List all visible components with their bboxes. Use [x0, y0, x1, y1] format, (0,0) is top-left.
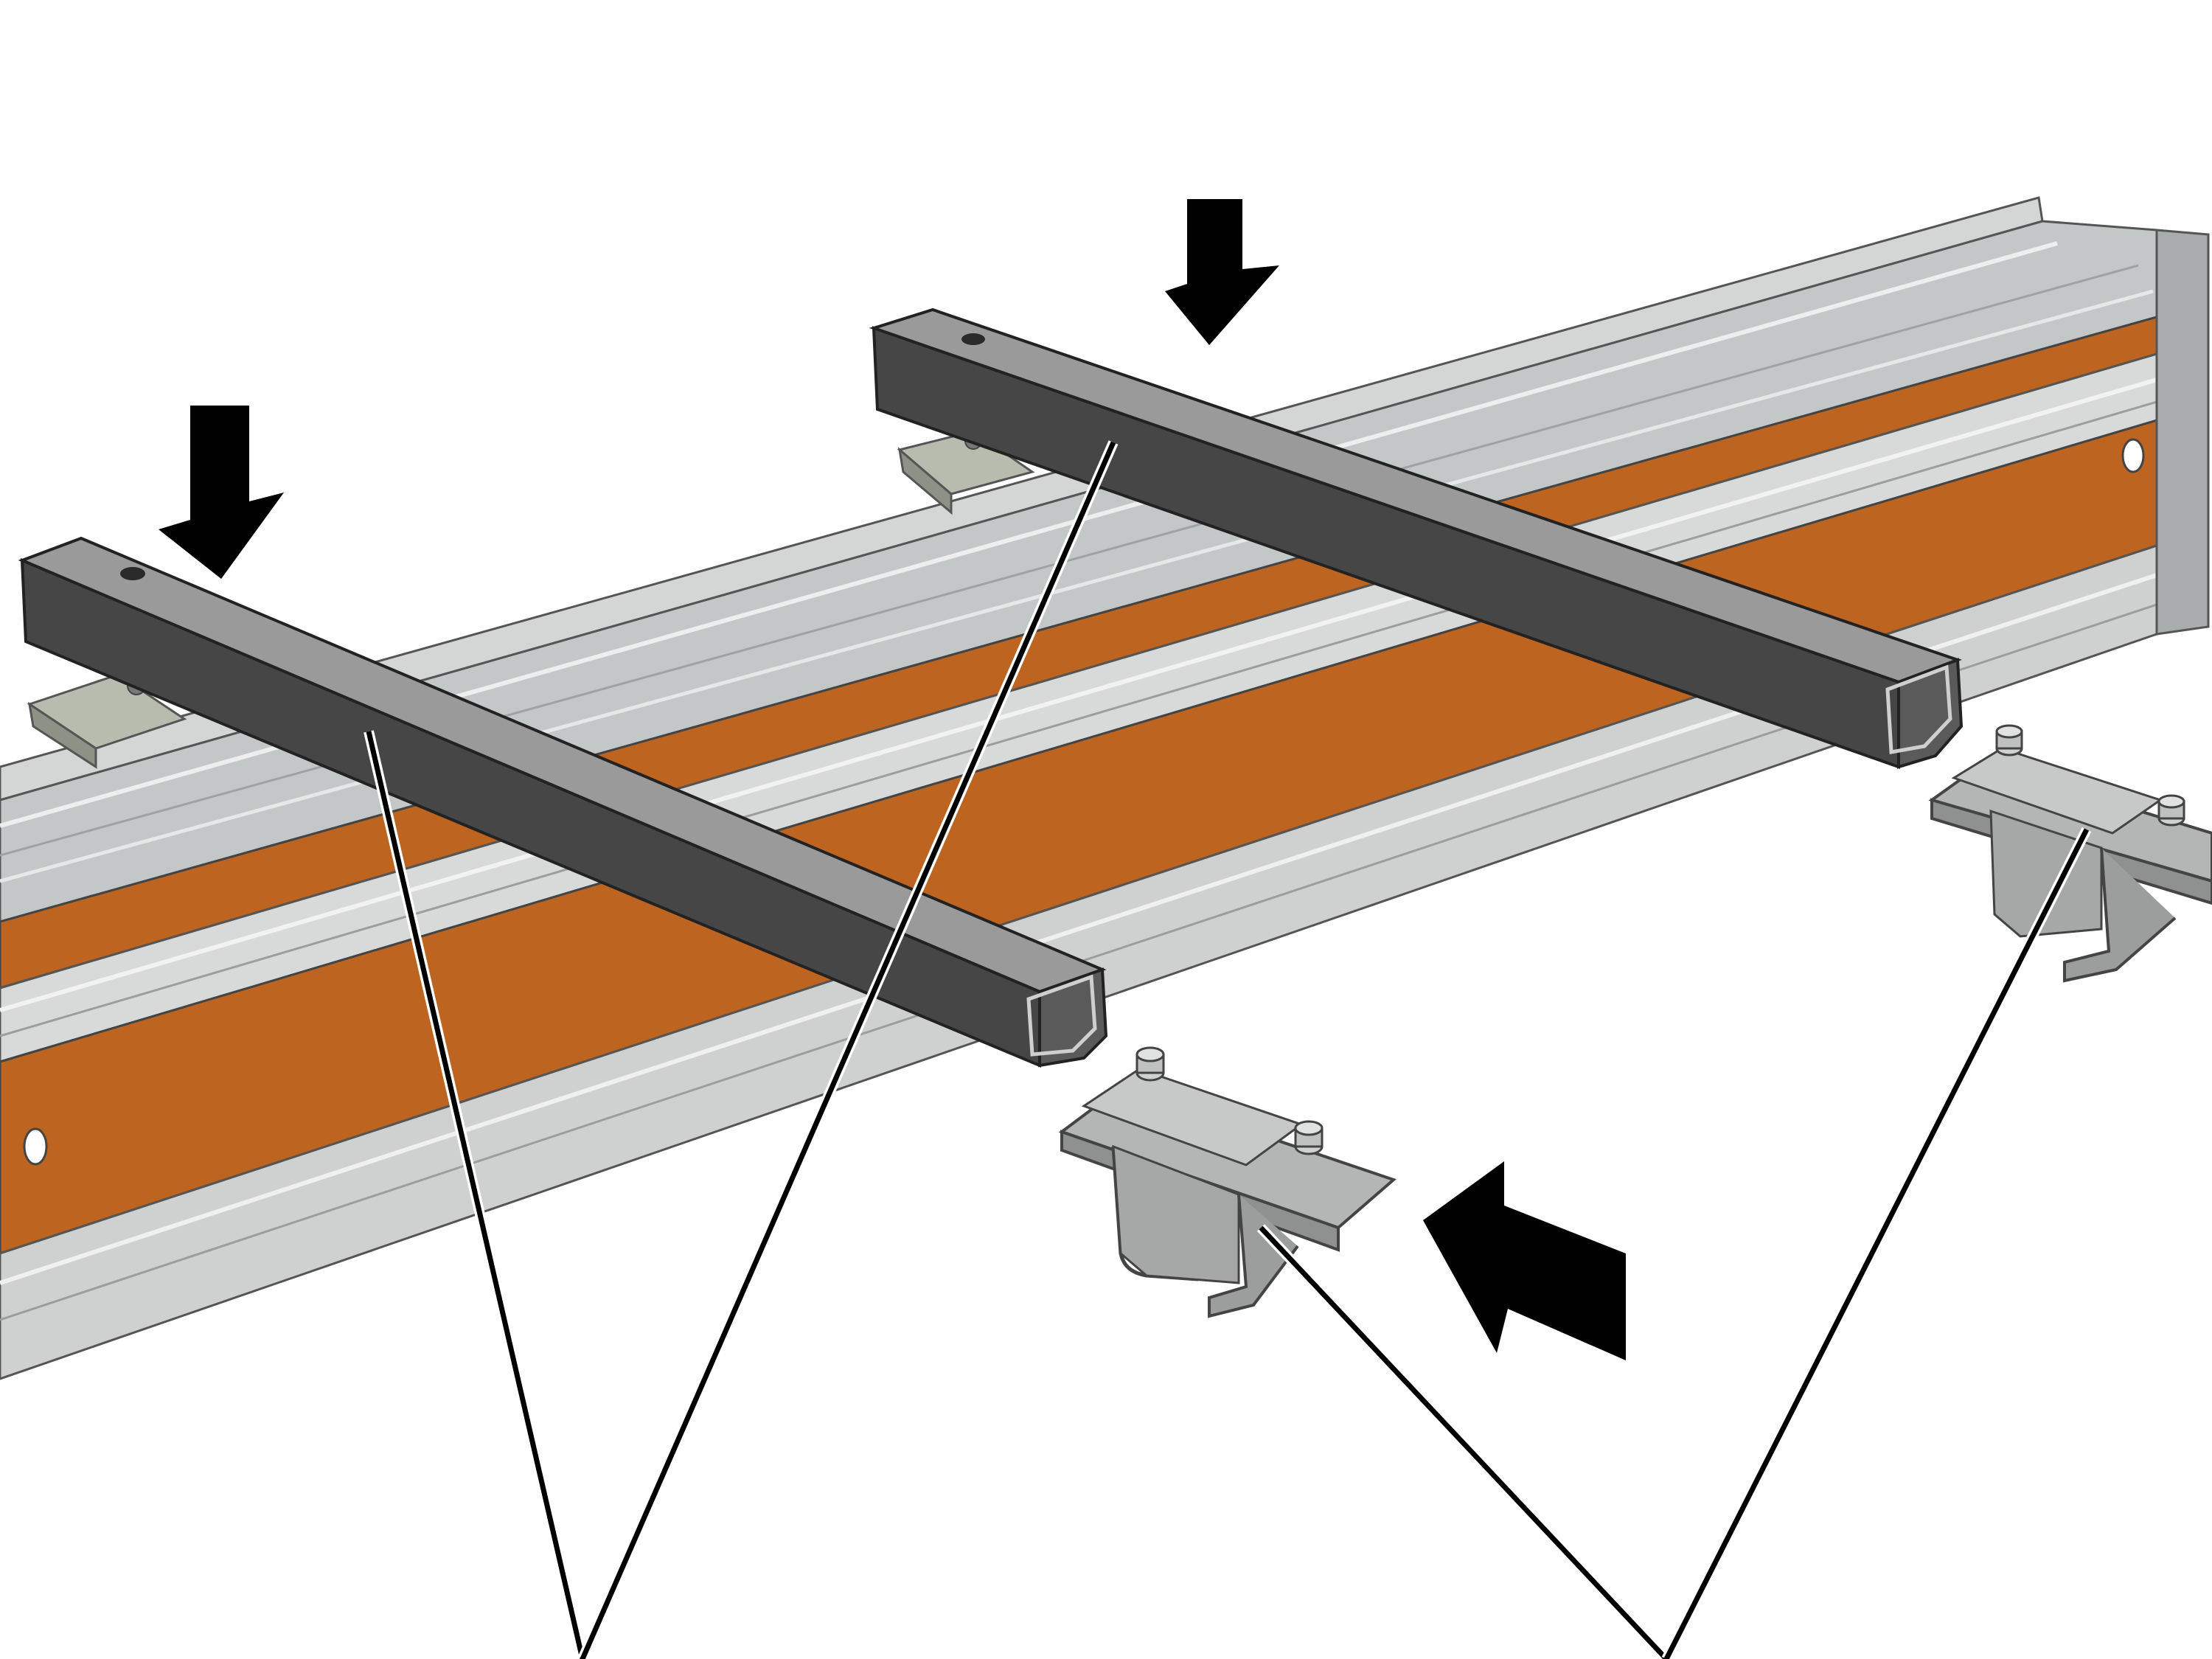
callout-group-bars — [364, 440, 1119, 1659]
clip-front — [1058, 1046, 1397, 1318]
rail-end-cap — [2155, 229, 2210, 636]
arrow-down-right — [1165, 199, 1279, 345]
cross-bar-left — [18, 536, 1108, 1068]
rail-hole-left — [23, 1127, 48, 1166]
cross-bar-right-end — [1897, 658, 1964, 769]
arrow-down-left — [159, 406, 284, 579]
callout-group-clips — [1256, 827, 2092, 1659]
cross-bar-right — [869, 307, 1964, 769]
rail-hole-right — [2121, 438, 2145, 473]
arrow-left-clip — [1423, 1161, 1626, 1360]
